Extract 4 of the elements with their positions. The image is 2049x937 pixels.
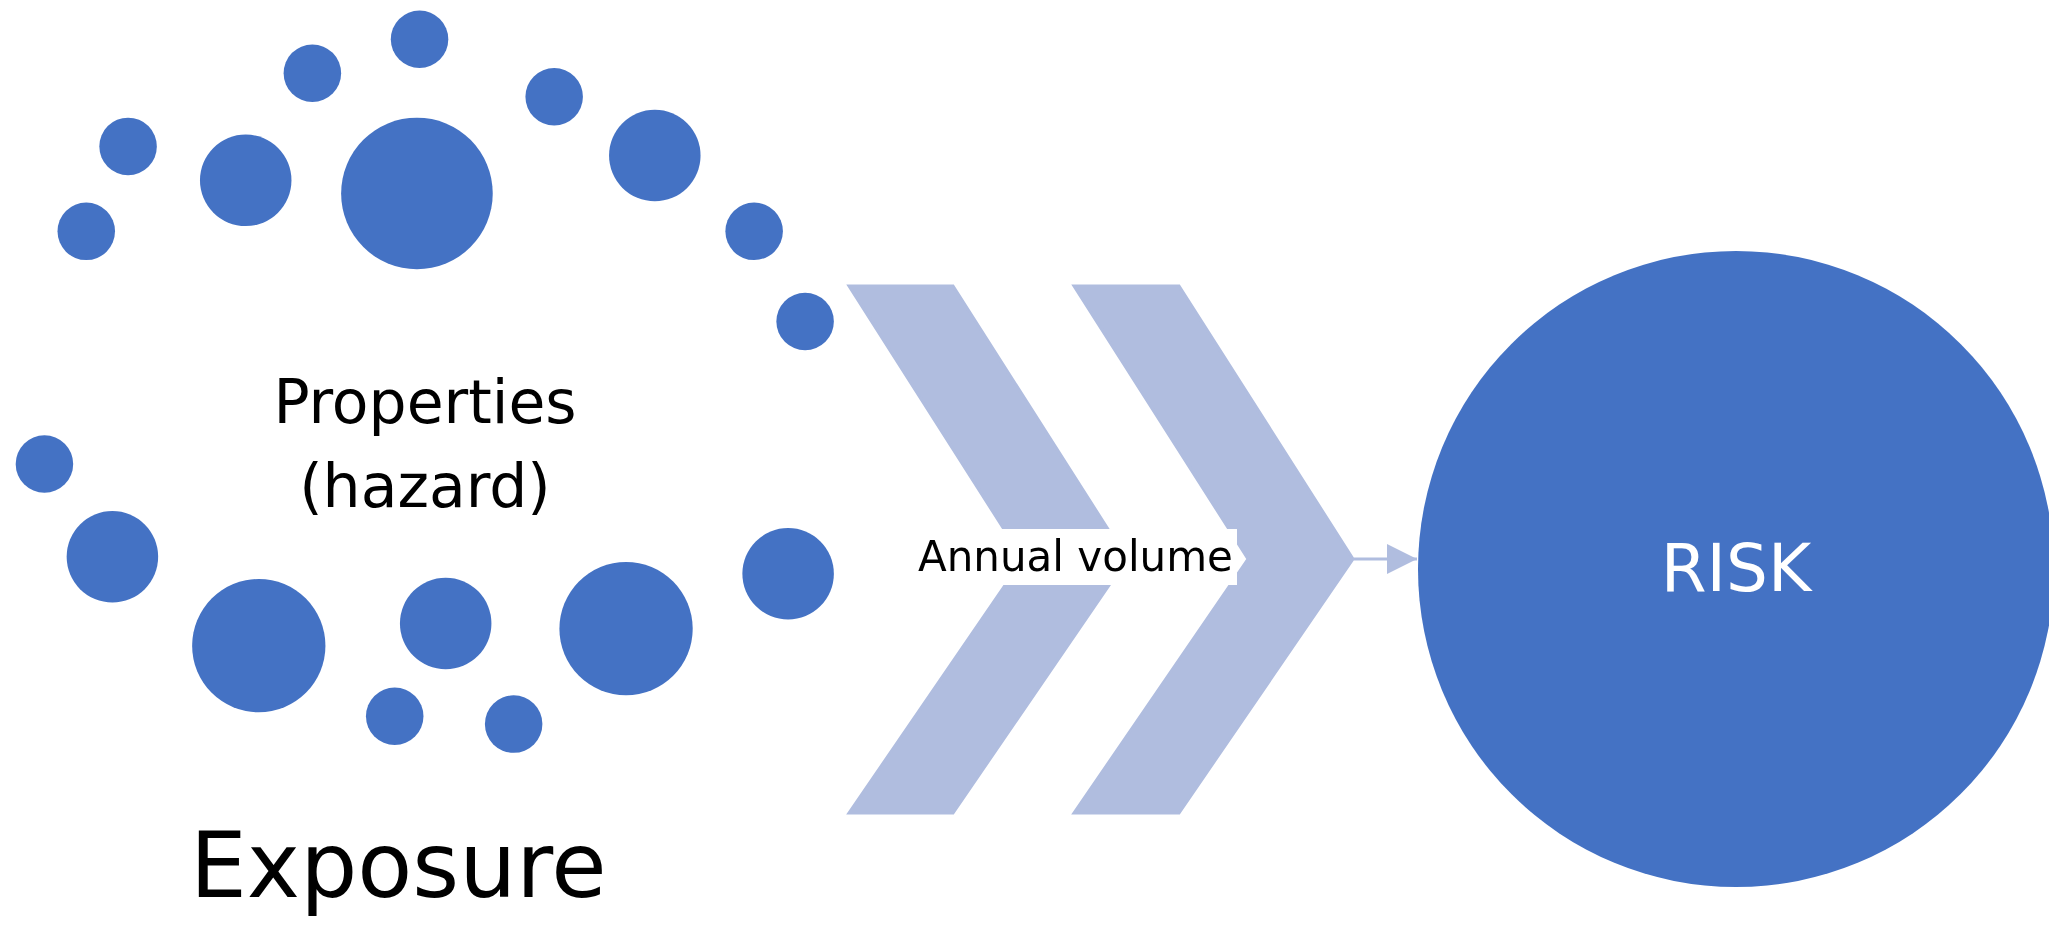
node-label: RISK (1659, 529, 1814, 609)
node-label: Properties (hazard) (272, 366, 578, 523)
chevron-arrow (846, 284, 1419, 815)
caption-text: Exposure (190, 812, 607, 920)
